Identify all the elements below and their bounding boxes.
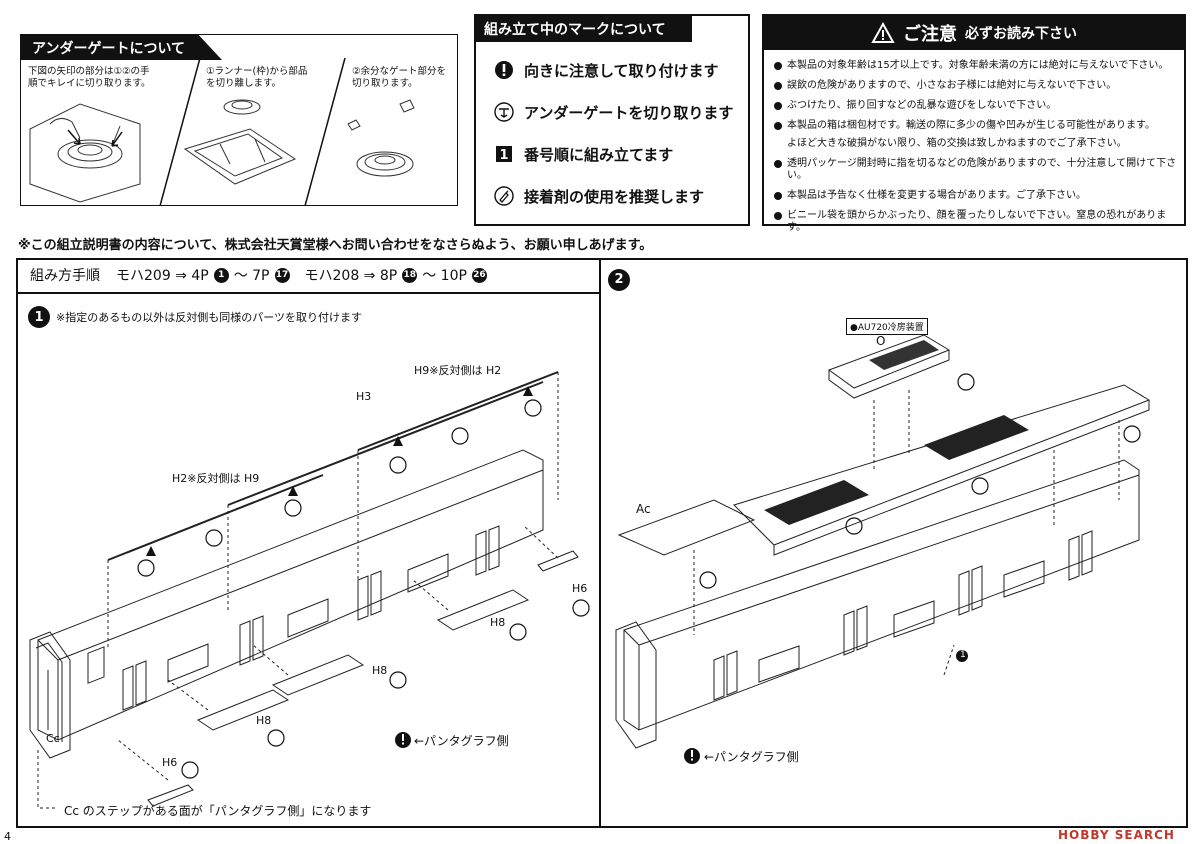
under-gate-illustration xyxy=(29,57,415,206)
under-gate-panel2-text: ①ランナー(枠)から部品を切り離します。 xyxy=(206,66,308,89)
label-h9: H9※反対側は H2 xyxy=(414,364,502,377)
caution-box: ご注意 必ずお読み下さい 本製品の対象年齢は15才以上です。対象年齢未満の方には… xyxy=(762,14,1186,233)
procedure-209-to: 17 xyxy=(274,267,290,283)
procedure-tilde: 〜 7P xyxy=(233,268,270,284)
caution-item: 本製品は予告なく仕様を変更する場合があります。ご了承下さい。 xyxy=(774,190,1178,202)
mark-text-orientation: 向きに注意して取り付けます xyxy=(524,61,719,80)
mark-row-under-gate: アンダーゲートを切り取ります xyxy=(494,96,733,128)
marks-box: 組み立て中のマークについて 向きに注意して取り付けます アンダーゲートを切り取り… xyxy=(474,14,750,226)
label-h8-c: H8 xyxy=(256,714,272,727)
caution-item: 誤飲の危険がありますので、小さなお子様には絶対に与えないで下さい。 xyxy=(774,80,1178,92)
under-gate-panel1-text: 下図の矢印の部分は①②の手順でキレイに切り取ります。 xyxy=(28,66,151,89)
marks-title: 組み立て中のマークについて xyxy=(476,16,692,42)
step1-header: 1 ※指定のあるもの以外は反対側も同様のパーツを取り付けます xyxy=(28,306,362,328)
label-h2: H2※反対側は H9 xyxy=(172,472,260,485)
label-h6-right: H6 xyxy=(572,582,588,595)
mark-row-orientation: 向きに注意して取り付けます xyxy=(494,54,733,86)
label-h3: H3 xyxy=(356,390,372,403)
step2-roof-diagram xyxy=(615,334,1151,764)
caution-item: ビニール袋を頭からかぶったり、顔を覆ったりしないで下さい。窒息の恐れがあります。 xyxy=(774,210,1178,234)
under-gate-panel3-text: ②余分なゲート部分を切り取ります。 xyxy=(352,66,447,89)
under-gate-cut-icon xyxy=(494,102,514,122)
inquiry-notice: ※この組立説明書の内容について、株式会社天賞堂様へお問い合わせをなさらぬよう、お… xyxy=(18,238,653,253)
caution-item-continued: よほど大きな破損がない限り、箱の交換は致しかねますのでご了承下さい。 xyxy=(787,138,1127,149)
label-part1: 1 xyxy=(960,650,966,660)
label-h8-a: H8 xyxy=(490,616,506,629)
label-cooler: ●AU720冷房装置 xyxy=(846,318,928,335)
label-h6-left: H6 xyxy=(162,756,178,769)
step1-number: 1 xyxy=(28,306,50,328)
mark-text-glue: 接着剤の使用を推奨します xyxy=(524,187,705,206)
caution-item: 本製品の箱は梱包材です。輸送の際に多少の傷や凹みが生じる可能性があります。 xyxy=(774,120,1178,132)
step2-number: 2 xyxy=(608,268,630,291)
mark-text-number-order: 番号順に組み立てます xyxy=(524,145,674,164)
mark-text-under-gate: アンダーゲートを切り取ります xyxy=(524,103,734,122)
step1-pantograph-label: ←パンタグラフ側 xyxy=(414,734,509,748)
caution-title: ご注意 xyxy=(903,24,957,45)
mark-row-glue: 接着剤の使用を推奨します xyxy=(494,180,733,212)
caution-item: ぶつけたり、振り回すなどの乱暴な遊びをしないで下さい。 xyxy=(774,100,1178,112)
warning-triangle-icon xyxy=(871,22,895,43)
page-number: 4 xyxy=(4,830,11,843)
step1-footnote: Cc のステップがある面が「パンタグラフ側」になります xyxy=(64,804,372,818)
step2-pantograph-label: ←パンタグラフ側 xyxy=(704,750,799,764)
step1-note: ※指定のあるもの以外は反対側も同様のパーツを取り付けます xyxy=(56,311,362,324)
assembly-frame xyxy=(16,258,1188,828)
procedure-header: 組み方手順 モハ209 ⇒ 4P 1 〜 7P 17 モハ208 ⇒ 8P 18… xyxy=(16,258,601,294)
caution-item: 本製品の対象年齢は15才以上です。対象年齢未満の方には絶対に与えないで下さい。 xyxy=(774,60,1178,72)
under-gate-title: アンダーゲートについて xyxy=(20,34,222,60)
step2-header: 2 xyxy=(608,268,630,291)
svg-text:1: 1 xyxy=(499,148,508,163)
label-h8-b: H8 xyxy=(372,664,388,677)
label-ac: Ac xyxy=(636,502,651,516)
step-divider xyxy=(599,258,601,828)
marks-list: 向きに注意して取り付けます アンダーゲートを切り取ります 1 番号順に組み立てま… xyxy=(494,54,733,212)
number-one-icon: 1 xyxy=(496,146,512,163)
caution-item: 透明パッケージ開封時に指を切るなどの危険がありますので、十分注意して開けて下さい… xyxy=(774,158,1178,182)
procedure-208-from: 18 xyxy=(402,267,418,283)
under-gate-box xyxy=(20,34,458,206)
caution-list: 本製品の対象年齢は15才以上です。対象年齢未満の方には絶対に与えないで下さい。 … xyxy=(774,60,1178,234)
mark-row-number-order: 1 番号順に組み立てます xyxy=(494,138,733,170)
procedure-208-to: 26 xyxy=(471,267,487,283)
exclamation-icon xyxy=(495,61,513,79)
watermark: HOBBY SEARCH xyxy=(1058,828,1175,842)
label-cc: Cc xyxy=(46,732,60,745)
procedure-moha209: モハ209 ⇒ 4P xyxy=(116,268,209,284)
caution-header: ご注意 必ずお読み下さい xyxy=(764,16,1184,50)
label-o: O xyxy=(876,334,886,348)
glue-icon xyxy=(494,186,514,206)
caution-subtitle: 必ずお読み下さい xyxy=(965,26,1077,42)
step1-car-body-diagram xyxy=(29,371,590,809)
procedure-moha208: モハ208 ⇒ 8P xyxy=(304,268,398,284)
procedure-tilde2: 〜 10P xyxy=(422,268,467,284)
procedure-prefix: 組み方手順 xyxy=(30,268,100,284)
procedure-209-from: 1 xyxy=(213,267,229,283)
